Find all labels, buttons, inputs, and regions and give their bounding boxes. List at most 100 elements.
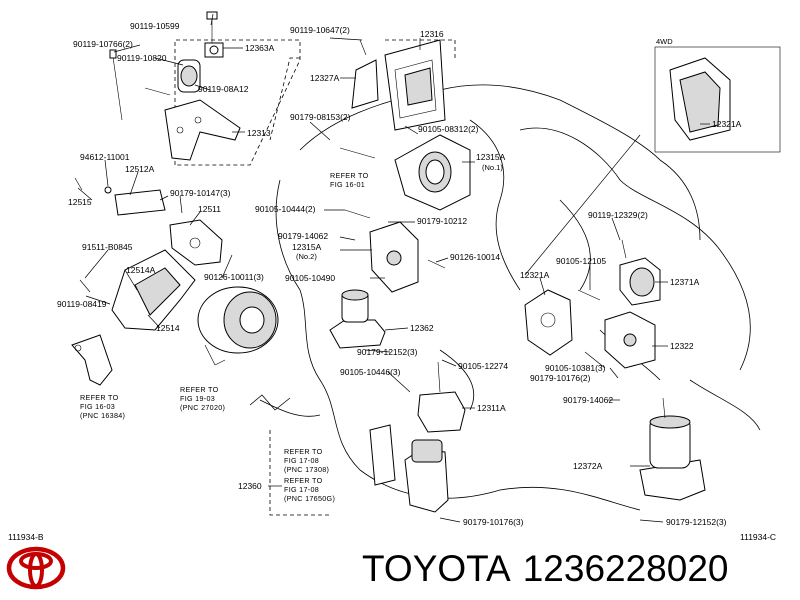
brand-name: TOYOTA bbox=[362, 548, 511, 589]
refer-note-19-03-line1: REFER TO bbox=[180, 385, 219, 394]
part-12362 bbox=[329, 289, 386, 349]
refer-note-17308-line1: REFER TO bbox=[284, 447, 323, 456]
part-12322 bbox=[604, 311, 656, 369]
part-12315a-no1 bbox=[339, 134, 471, 211]
label-90105-12105: 90105-12105 bbox=[556, 256, 606, 266]
label-12512a: 12512A bbox=[125, 164, 155, 174]
label-90105-10446: 90105-10446(3) bbox=[340, 367, 401, 377]
label-90119-10599: 90119-10599 bbox=[130, 21, 180, 31]
label-12313: 12313 bbox=[247, 128, 271, 138]
bolt-90119-10766 bbox=[109, 49, 123, 121]
label-12322: 12322 bbox=[670, 341, 694, 351]
diagram-code-right: 111934-C bbox=[740, 532, 776, 542]
label-91511-b0845: 91511-B0845 bbox=[82, 242, 133, 252]
part-12311a bbox=[417, 361, 466, 433]
group-box-center bbox=[385, 39, 456, 58]
label-90179-10212: 90179-10212 bbox=[417, 216, 467, 226]
group-box-top bbox=[269, 57, 300, 141]
part-12321a-inset bbox=[669, 57, 731, 141]
label-90179-10147: 90179-10147(3) bbox=[170, 188, 231, 198]
part-12316 bbox=[384, 39, 446, 131]
label-90119-08a12: 90119-08A12 bbox=[198, 84, 249, 94]
part-16384-bracket bbox=[71, 334, 113, 386]
label-12316: 12316 bbox=[420, 29, 444, 39]
label-90119-10820: 90119-10820 bbox=[117, 53, 167, 63]
label-94612-11001: 94612-11001 bbox=[80, 152, 130, 162]
label-90119-10766: 90119-10766(2) bbox=[73, 39, 133, 49]
leader-lines bbox=[77, 13, 710, 523]
part-alternator-27020 bbox=[197, 286, 279, 366]
part-12363a bbox=[204, 11, 224, 58]
label-90105-10490: 90105-10490 bbox=[285, 273, 335, 283]
label-12371a: 12371A bbox=[670, 277, 700, 287]
label-12315a-no1: 12315A bbox=[476, 152, 506, 162]
label-12362: 12362 bbox=[410, 323, 434, 333]
label-90105-12274: 90105-12274 bbox=[458, 361, 508, 371]
part-12360 bbox=[369, 424, 449, 513]
refer-note-17650g-line3: (PNC 17650G) bbox=[284, 494, 335, 503]
label-90105-10381: 90105-10381(3) bbox=[545, 363, 606, 373]
part-12514 bbox=[79, 249, 196, 331]
4wd-inset-box bbox=[654, 46, 781, 153]
refer-note-17308-line3: (PNC 17308) bbox=[284, 465, 329, 474]
label-90119-12329: 90119-12329(2) bbox=[588, 210, 648, 220]
label-90179-14062-b: 90179-14062 bbox=[563, 395, 613, 405]
label-12311a: 12311A bbox=[477, 403, 506, 413]
label-12514a: 12514A bbox=[126, 265, 156, 275]
label-90105-10444: 90105-10444(2) bbox=[255, 204, 316, 214]
label-12515: 12515 bbox=[68, 197, 92, 207]
part-12511 bbox=[169, 219, 223, 266]
label-12372a: 12372A bbox=[573, 461, 603, 471]
brand-title: TOYOTA 1236228020 bbox=[362, 548, 741, 590]
label-12321a-inset: 12321A bbox=[712, 119, 742, 129]
part-12315a-no2 bbox=[344, 209, 446, 293]
refer-note-16-03-line3: (PNC 16384) bbox=[80, 411, 125, 420]
label-90179-12152-a: 90179-12152(3) bbox=[357, 347, 418, 357]
refer-note-16-01-line1: REFER TO bbox=[330, 171, 369, 180]
label-12321a: 12321A bbox=[520, 270, 550, 280]
label-90119-08419: 90119-08419 bbox=[57, 299, 107, 309]
group-box-bottom bbox=[269, 430, 330, 516]
label-12363a: 12363A bbox=[245, 43, 275, 53]
bushing-round bbox=[144, 59, 201, 96]
refer-note-19-03-line2: FIG 19-03 bbox=[180, 394, 215, 403]
refer-notes: REFER TO FIG 16-01 REFER TO FIG 16-03 (P… bbox=[80, 171, 369, 503]
label-12327a: 12327A bbox=[310, 73, 340, 83]
label-12315a-no2: 12315A bbox=[292, 242, 322, 252]
label-12315a-no2-suffix: (No.2) bbox=[296, 252, 317, 261]
refer-note-19-03-line3: (PNC 27020) bbox=[180, 403, 225, 412]
part-12321a bbox=[524, 289, 601, 356]
part-12327a bbox=[351, 39, 379, 109]
refer-note-16-01-line2: FIG 16-01 bbox=[330, 180, 365, 189]
part-number: 1236228020 bbox=[522, 548, 729, 589]
label-12315a-no1-suffix: (No.1) bbox=[482, 163, 503, 172]
label-90179-12152-b: 90179-12152(3) bbox=[666, 517, 727, 527]
part-12313 bbox=[164, 99, 241, 161]
engine-outline bbox=[249, 84, 761, 511]
label-90119-10647: 90119-10647(2) bbox=[290, 25, 350, 35]
refer-note-16-03-line1: REFER TO bbox=[80, 393, 119, 402]
refer-note-17650g-line1: REFER TO bbox=[284, 476, 323, 485]
label-90179-14062-a: 90179-14062 bbox=[278, 231, 328, 241]
label-90126-10014: 90126-10014 bbox=[450, 252, 500, 262]
refer-note-17308-line2: FIG 17-08 bbox=[284, 456, 319, 465]
label-12360: 12360 bbox=[238, 481, 262, 491]
label-12514: 12514 bbox=[156, 323, 180, 333]
part-12371a bbox=[619, 239, 661, 306]
part-labels: 90119-10599 90119-10766(2) 12363A 90119-… bbox=[8, 21, 776, 542]
refer-note-17650g-line2: FIG 17-08 bbox=[284, 485, 319, 494]
label-90126-10011: 90126-10011(3) bbox=[204, 272, 264, 282]
label-4wd: 4WD bbox=[656, 37, 673, 46]
label-90179-10176-b: 90179-10176(2) bbox=[530, 373, 591, 383]
group-box-left bbox=[174, 39, 301, 166]
label-12511: 12511 bbox=[198, 204, 221, 214]
diagram-code-left: 111934-B bbox=[8, 532, 44, 542]
label-90105-08312: 90105-08312(2) bbox=[418, 124, 479, 134]
label-90179-10176-a: 90179-10176(3) bbox=[463, 517, 524, 527]
label-90179-08153: 90179-08153(2) bbox=[290, 112, 351, 122]
part-12372a bbox=[639, 397, 706, 501]
part-12512a bbox=[74, 177, 166, 216]
refer-note-16-03-line2: FIG 16-03 bbox=[80, 402, 115, 411]
toyota-logo-icon bbox=[6, 546, 66, 590]
